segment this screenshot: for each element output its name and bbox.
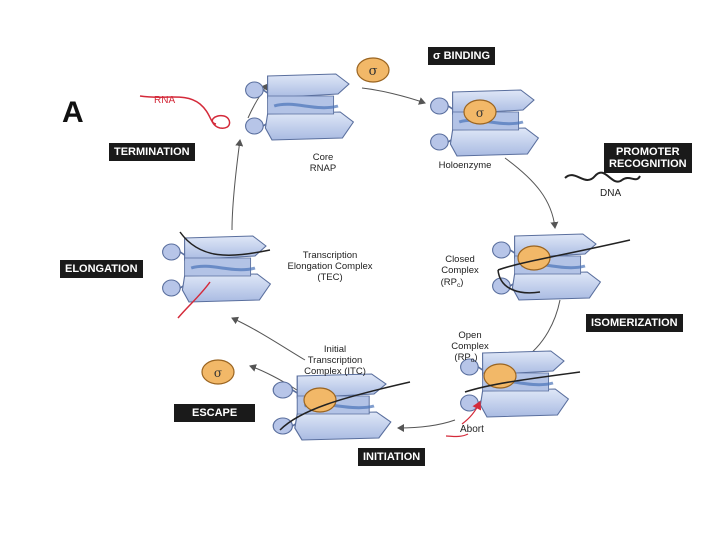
- tec-rna: [177, 281, 211, 319]
- closed-label-1: Closed: [445, 254, 475, 265]
- itc-label-2: Transcription: [308, 355, 363, 366]
- rna-label: RNA: [154, 95, 175, 106]
- arrow-promoter-recognition: [504, 157, 559, 229]
- abort-label: Abort: [460, 424, 484, 435]
- sigma-symbol-holo: σ: [476, 106, 484, 120]
- closed-label-3: (RPc): [441, 277, 464, 289]
- abort-arrow: [461, 400, 482, 425]
- arrow-termination: [231, 139, 244, 231]
- tec-label-3: (TEC): [317, 272, 342, 283]
- panel-letter: A: [62, 96, 84, 129]
- open-label-1: Open: [458, 330, 481, 341]
- closed-label-2: Complex: [441, 265, 479, 276]
- tec-label-1: Transcription: [303, 250, 358, 261]
- itc-label-1: Initial: [324, 344, 346, 355]
- sigma-symbol-escape: σ: [214, 366, 222, 380]
- itc-dna: [279, 381, 411, 431]
- stage-label-promoter-recognition: PROMOTER RECOGNITION: [604, 143, 692, 173]
- sigma-symbol-top: σ: [369, 64, 378, 79]
- released-rna: [139, 95, 231, 129]
- arrow-to-elongation: [231, 316, 306, 361]
- dna-label: DNA: [600, 188, 621, 199]
- tec-dna: [179, 231, 271, 256]
- open-complex-dna: [464, 371, 581, 393]
- core-label-2: RNAP: [310, 163, 336, 174]
- open-label-2: Complex: [451, 341, 489, 352]
- arrow-to-core: [247, 83, 269, 119]
- arrow-sigma-binding: [361, 87, 426, 105]
- stage-label-termination: TERMINATION: [109, 143, 195, 161]
- arrow-initiation: [397, 419, 456, 432]
- closed-complex-dna-tail: [497, 269, 541, 294]
- stage-label-escape: ESCAPE: [174, 404, 256, 422]
- tec-complex: [160, 234, 273, 304]
- dna-strand: [564, 171, 641, 183]
- stage-label-isomerization: ISOMERIZATION: [586, 314, 683, 332]
- holoenzyme-label: Holoenzyme: [439, 160, 492, 171]
- arrow-escape: [249, 364, 301, 393]
- stage-label-elongation: ELONGATION: [60, 260, 143, 278]
- abort-rna: [445, 433, 469, 438]
- open-complex-sigma: [483, 363, 517, 389]
- stage-label-initiation: INITIATION: [358, 448, 426, 466]
- itc-sigma: [303, 387, 337, 413]
- tec-label-2: Elongation Complex: [287, 261, 372, 272]
- stage-label-sigma-binding: σ BINDING: [428, 47, 496, 65]
- core-rnap: [243, 72, 356, 142]
- core-label-1: Core: [313, 152, 334, 163]
- closed-complex-dna: [497, 239, 631, 271]
- open-label-3: (RPo): [454, 352, 477, 364]
- itc-label-3: Complex (ITC): [304, 366, 366, 377]
